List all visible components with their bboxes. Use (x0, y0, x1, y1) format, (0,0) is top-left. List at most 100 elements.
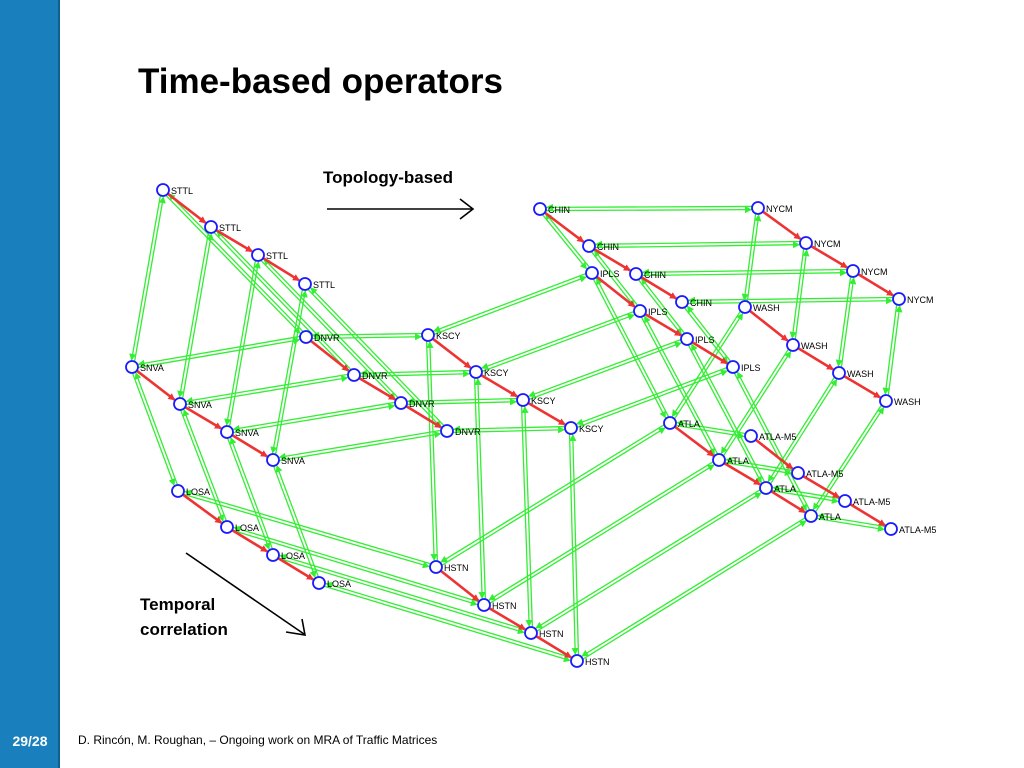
node-chin-2 (629, 267, 643, 281)
topology-link-snva-dnvr-1-rev (185, 373, 348, 404)
temporal-link-hstn-0 (439, 569, 480, 602)
topology-link-atla-wash-2 (770, 378, 838, 485)
topology-link-snva-losa-0 (131, 372, 176, 486)
node-label-hstn-1: HSTN (492, 601, 517, 611)
node-chin-0 (533, 202, 547, 216)
topology-link-losa-hstn-0-rev (184, 489, 431, 565)
topology-links (129, 193, 903, 663)
temporal-link-kscy-2 (527, 401, 566, 426)
node-label-wash-2: WASH (847, 369, 874, 379)
topology-link-sttl-snva-3-rev (275, 290, 308, 455)
node-atla-m5-0 (744, 429, 758, 443)
node-ipls-3 (726, 360, 740, 374)
topology-link-sttl-snva-0-rev (133, 196, 166, 362)
node-label-nycm-0: NYCM (766, 204, 793, 214)
temporal-link-hstn-2 (535, 635, 572, 659)
topology-link-sttl-dnvr-0 (165, 194, 301, 334)
temporal-link-atla-0 (674, 425, 715, 457)
temporal-link-snva-2 (231, 434, 268, 458)
sidebar-bar (0, 0, 60, 768)
node-atla-3 (804, 509, 818, 523)
node-label-chin-3: CHIN (690, 298, 712, 308)
topology-link-atla-atla-m5-2-rev (772, 485, 840, 500)
topology-link-chin-nycm-1 (595, 241, 801, 249)
topology-link-kscy-ipls-3-rev (576, 367, 728, 426)
temporal-link-ipls-2 (691, 341, 728, 365)
topology-link-kscy-hstn-1-rev (474, 377, 487, 599)
topology-link-snva-dnvr-0-rev (137, 335, 300, 367)
topology-link-ipls-atla-3 (733, 372, 807, 512)
topology-link-nycm-wash-1 (789, 248, 805, 339)
node-atla-0 (663, 416, 677, 430)
node-label-snva-3: SNVA (281, 456, 305, 466)
topology-link-chin-ipls-2 (637, 279, 683, 336)
topology-link-atla-atla-m5-3 (816, 517, 885, 532)
node-label-ipls-1: IPLS (648, 307, 668, 317)
topology-link-dnvr-kscy-3-rev (452, 425, 565, 433)
temporal-link-chin-0 (544, 211, 585, 243)
topology-link-losa-hstn-1-rev (233, 525, 479, 603)
topology-link-snva-dnvr-2-rev (232, 401, 395, 432)
node-dnvr-1 (347, 368, 361, 382)
topology-link-sttl-snva-2-rev (228, 261, 261, 427)
node-dnvr-3 (440, 424, 454, 438)
topology-link-kscy-ipls-3 (576, 369, 728, 428)
node-snva-0 (125, 360, 139, 374)
node-label-atla-m5-2: ATLA-M5 (853, 497, 890, 507)
topology-link-kscy-hstn-0 (425, 341, 438, 562)
temporal-link-losa-1 (231, 529, 268, 553)
node-label-atla-1: ATLA (727, 456, 749, 466)
topology-link-dnvr-kscy-0 (312, 333, 423, 341)
node-kscy-1 (469, 365, 483, 379)
topology-link-hstn-atla-2 (536, 492, 762, 632)
topology-link-nycm-wash-3 (882, 304, 898, 395)
topology-link-kscy-hstn-2-rev (521, 405, 534, 627)
node-labels: STTLSTTLSTTLSTTLSNVASNVASNVASNVALOSALOSA… (140, 186, 936, 667)
node-label-kscy-2: KSCY (531, 396, 556, 406)
topology-link-snva-losa-1-rev (182, 409, 227, 522)
topology-link-ipls-atla-2-rev (691, 343, 766, 483)
temporal-link-chin-1 (593, 247, 631, 272)
topology-link-ipls-atla-0 (592, 278, 666, 419)
node-nycm-0 (751, 201, 765, 215)
node-label-kscy-3: KSCY (579, 424, 604, 434)
node-label-atla-m5-1: ATLA-M5 (806, 469, 843, 479)
temporal-label-line1: Temporal (140, 595, 215, 614)
node-atla-1 (712, 453, 726, 467)
node-label-dnvr-2: DNVR (409, 399, 435, 409)
topology-link-sttl-dnvr-2 (260, 259, 396, 400)
topology-link-snva-losa-2 (226, 437, 271, 550)
topology-link-ipls-atla-2 (687, 344, 762, 484)
slide-title: Time-based operators (138, 62, 504, 101)
topology-link-dnvr-kscy-2-rev (406, 397, 517, 405)
topology-link-losa-hstn-3 (324, 585, 571, 663)
topology-link-atla-wash-2-rev (767, 376, 835, 483)
node-label-chin-1: CHIN (597, 242, 619, 252)
node-snva-3 (266, 453, 280, 467)
node-sttl-3 (298, 277, 312, 291)
node-label-losa-0: LOSA (186, 487, 210, 497)
topology-link-atla-wash-1 (723, 350, 792, 457)
node-atla-m5-2 (838, 494, 852, 508)
node-wash-0 (738, 300, 752, 314)
topology-link-kscy-ipls-2-rev (528, 338, 682, 398)
node-nycm-1 (799, 236, 813, 250)
topology-link-sttl-dnvr-1-rev (216, 230, 352, 371)
topology-based-label: Topology-based (323, 168, 453, 187)
topology-link-atla-wash-1-rev (720, 348, 789, 455)
temporal-link-snva-0 (135, 369, 176, 401)
node-label-wash-1: WASH (801, 341, 828, 351)
temporal-link-nycm-2 (857, 273, 894, 297)
topology-link-dnvr-kscy-0-rev (311, 331, 422, 339)
temporal-arrow-head (285, 618, 306, 636)
temporal-link-hstn-1 (488, 606, 526, 631)
topology-link-atla-atla-m5-2 (771, 489, 839, 504)
topology-link-snva-dnvr-2 (233, 403, 396, 434)
node-label-atla-0: ATLA (678, 419, 700, 429)
topology-link-losa-hstn-0 (183, 493, 430, 569)
temporal-link-dnvr-1 (358, 376, 396, 401)
node-atla-2 (759, 481, 773, 495)
topology-link-snva-dnvr-3 (279, 431, 442, 462)
topology-link-sttl-snva-1 (177, 232, 210, 398)
node-wash-1 (786, 338, 800, 352)
